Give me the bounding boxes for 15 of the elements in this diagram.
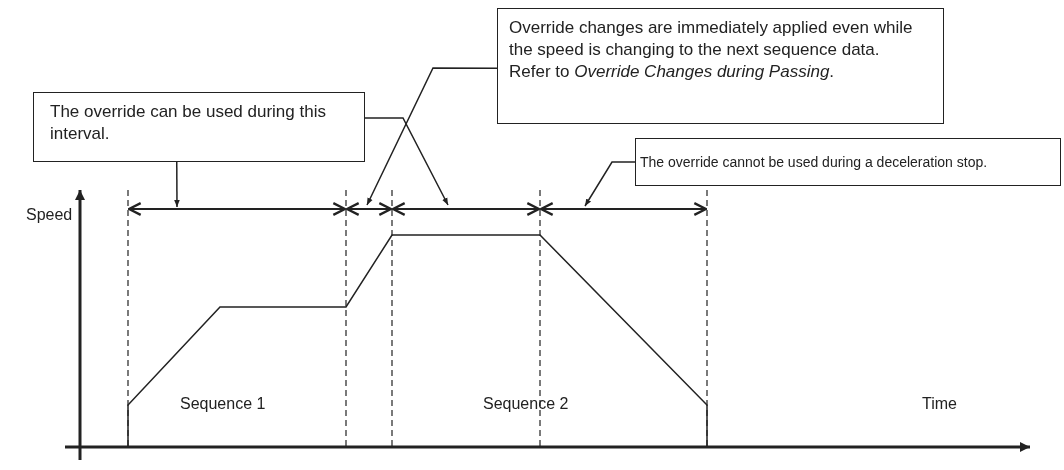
sequence-label: Sequence 1 [180, 395, 266, 413]
axis-label: Speed [26, 206, 73, 224]
callout-text: The override cannot be used during a deceleration stop. [640, 153, 989, 172]
leader-line [174, 161, 180, 208]
axis-label: Time [922, 395, 957, 413]
callout-text: Override changes are immediately applied even while the speed is changing to the next sequence data. [509, 17, 914, 62]
callout-text: Refer to Override Changes during Passing. [509, 61, 836, 84]
callout-box [33, 92, 365, 162]
leader-line [366, 67, 498, 206]
callout-text: The override can be used during this interval. [50, 101, 327, 146]
leader-line [364, 117, 449, 206]
sequence-label: Sequence 2 [483, 395, 569, 413]
callout-box [635, 138, 1061, 186]
leader-line [584, 161, 636, 207]
callout-box [497, 8, 944, 124]
